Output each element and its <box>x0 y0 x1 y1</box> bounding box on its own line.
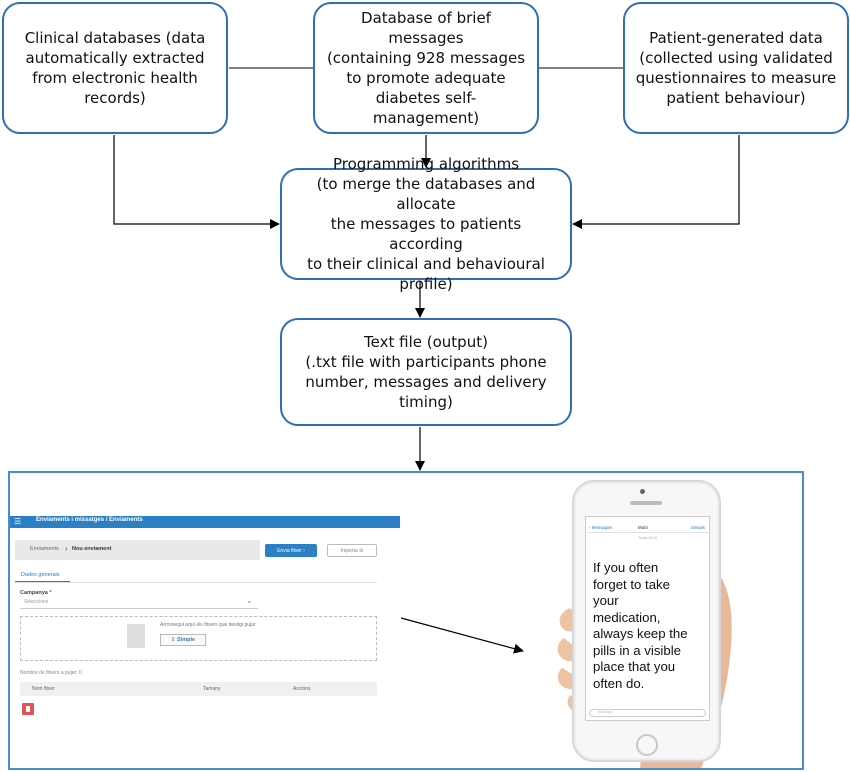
camera-icon <box>640 489 645 494</box>
arrow-to-phone <box>400 617 524 654</box>
node-text-file-output: Text file (output) (.txt file with parti… <box>280 318 572 426</box>
speaker-grille <box>630 501 662 505</box>
table-header-size: Tamany <box>203 686 221 692</box>
arrow-patient-to-algorithms <box>572 135 740 229</box>
back-button[interactable]: ‹ Messages <box>589 525 613 530</box>
delete-icon[interactable] <box>22 703 34 715</box>
upload-icon: ⇪ <box>170 637 176 643</box>
breadcrumb-root[interactable]: Enviaments <box>30 546 59 552</box>
dropzone-text: Arrossegui aquí els fitxers que desitgi … <box>160 622 256 628</box>
screenshot-panel: ☰ Enviaments i missatges / Enviaments En… <box>8 471 804 770</box>
send-file-label: Envia fitxer <box>277 547 302 554</box>
menu-icon[interactable]: ☰ <box>14 517 22 526</box>
campaign-label: Campanya * <box>20 590 52 596</box>
campaign-label-text: Campanya <box>20 590 48 596</box>
breadcrumb <box>15 540 260 560</box>
node-programming-algorithms: Programming algorithms (to merge the dat… <box>280 155 572 293</box>
import-label: Importa <box>340 547 358 554</box>
details-button[interactable]: Details <box>691 525 705 530</box>
node-message-database: Database of brief messages (containing 9… <box>313 2 539 134</box>
arrow-clinical-to-algorithms <box>113 135 280 229</box>
message-timestamp: Today 10:00 <box>637 536 658 540</box>
files-count: Nombre de fitxers a pujar: 0 <box>20 670 82 676</box>
simple-upload-button[interactable]: ⇪ Simple <box>160 634 206 646</box>
table-header-actions: Accions <box>293 686 311 692</box>
node-patient-generated-data: Patient-generated data (collected using … <box>623 2 849 134</box>
message-input[interactable]: iMessage <box>589 709 706 717</box>
files-table-header: Nom fitxer Tamany Accions <box>20 682 377 696</box>
home-button[interactable] <box>636 734 658 756</box>
send-file-button[interactable]: Envia fitxer › <box>265 544 317 557</box>
campaign-select[interactable]: Seleccione <box>20 599 258 609</box>
contact-name: Mobi <box>638 525 648 530</box>
chevron-down-icon[interactable]: ⌄ <box>246 596 253 605</box>
simple-upload-label: Simple <box>177 637 196 643</box>
node-clinical-databases: Clinical databases (data automatically e… <box>2 2 228 134</box>
sms-message: If you often forget to take your medicat… <box>593 560 688 691</box>
table-header-name: Nom fitxer <box>32 686 55 692</box>
smartphone: ‹ Messages Mobi Details Today 10:00 If y… <box>572 480 721 762</box>
tab-divider <box>15 582 377 583</box>
app-top-bar: ☰ Enviaments i missatges / Enviaments <box>10 516 400 528</box>
app-title: Enviaments i missatges / Enviaments <box>36 517 143 523</box>
sms-platform-screenshot: ☰ Enviaments i missatges / Enviaments En… <box>10 516 402 726</box>
file-dropzone[interactable] <box>20 616 377 661</box>
breadcrumb-current: Nou enviament <box>72 546 112 552</box>
messages-nav-bar: ‹ Messages Mobi Details <box>586 523 709 533</box>
import-button[interactable]: Importa ⊕ <box>327 544 377 557</box>
file-icon <box>127 624 145 648</box>
tab-general-data[interactable]: Dades generals <box>15 572 70 582</box>
chevron-right-icon: › <box>65 544 68 553</box>
required-marker: * <box>49 590 52 596</box>
phone-screen: ‹ Messages Mobi Details Today 10:00 If y… <box>585 516 710 721</box>
